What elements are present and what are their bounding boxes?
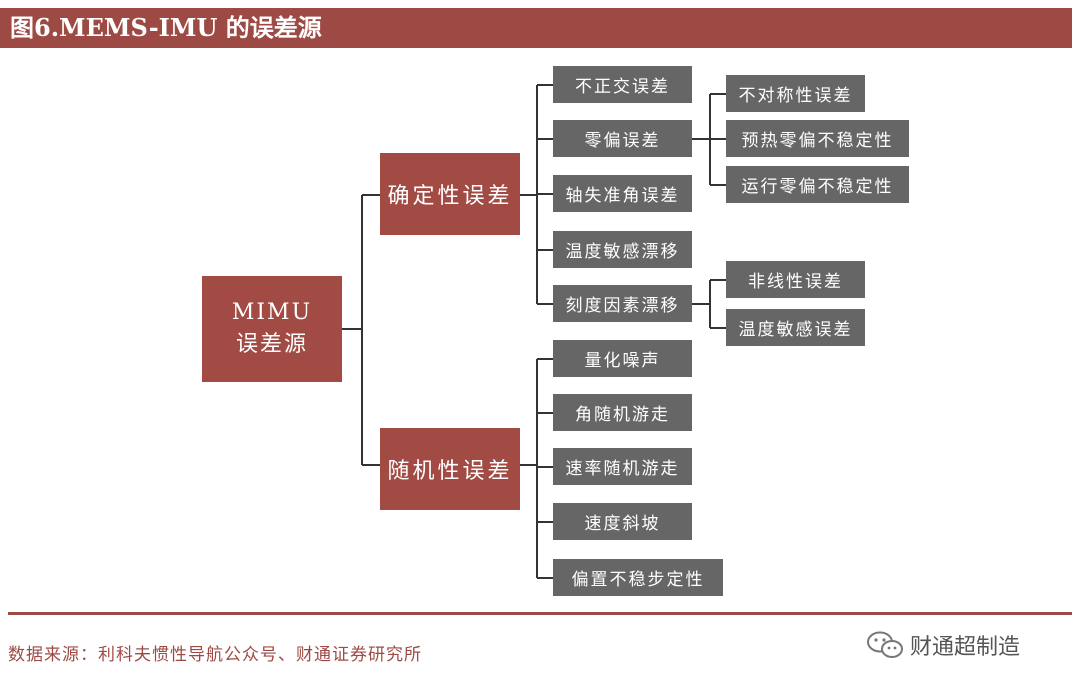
random-connector — [520, 358, 553, 579]
root-connector — [342, 194, 380, 466]
misalignment-error-node: 轴失准角误差 — [553, 175, 692, 212]
figure-title: 图6.MEMS-IMU 的误差源 — [10, 13, 322, 42]
random-error-node: 随机性误差 — [380, 428, 520, 510]
temperature-drift-node: 温度敏感漂移 — [553, 231, 692, 268]
temperature-sensitivity-error-node: 温度敏感误差 — [726, 309, 865, 346]
bias-error-node: 零偏误差 — [553, 120, 692, 157]
root-node: MIMU 误差源 — [202, 276, 342, 382]
warmup-bias-instability-node: 预热零偏不稳定性 — [726, 120, 909, 157]
running-bias-instability-node: 运行零偏不稳定性 — [726, 166, 909, 203]
root-label-line1: MIMU — [231, 300, 313, 325]
angle-random-walk-node: 角随机游走 — [553, 394, 692, 431]
source-note: 数据来源：利科夫惯性导航公众号、财通证券研究所 — [8, 645, 422, 665]
nonlinearity-error-node: 非线性误差 — [726, 261, 865, 298]
orthogonal-error-node: 不正交误差 — [553, 66, 692, 103]
footer-divider — [8, 612, 1072, 615]
figure-header: 图6.MEMS-IMU 的误差源 — [0, 8, 1072, 48]
deterministic-connector — [520, 84, 553, 305]
scale-factor-drift-node: 刻度因素漂移 — [553, 285, 692, 322]
rate-random-walk-node: 速率随机游走 — [553, 448, 692, 485]
wechat-icon — [867, 631, 903, 658]
quantization-noise-node: 量化噪声 — [553, 340, 692, 377]
rate-ramp-node: 速度斜坡 — [553, 503, 692, 540]
deterministic-error-node: 确定性误差 — [380, 153, 520, 235]
bias-connector — [692, 93, 726, 186]
asymmetry-error-node: 不对称性误差 — [726, 75, 865, 112]
root-label-line2: 误差源 — [235, 332, 308, 357]
watermark-text: 财通超制造 — [910, 635, 1021, 660]
bias-instability-node: 偏置不稳步定性 — [553, 559, 723, 596]
scale-connector — [692, 279, 726, 329]
watermark: 财通超制造 — [866, 629, 1020, 661]
